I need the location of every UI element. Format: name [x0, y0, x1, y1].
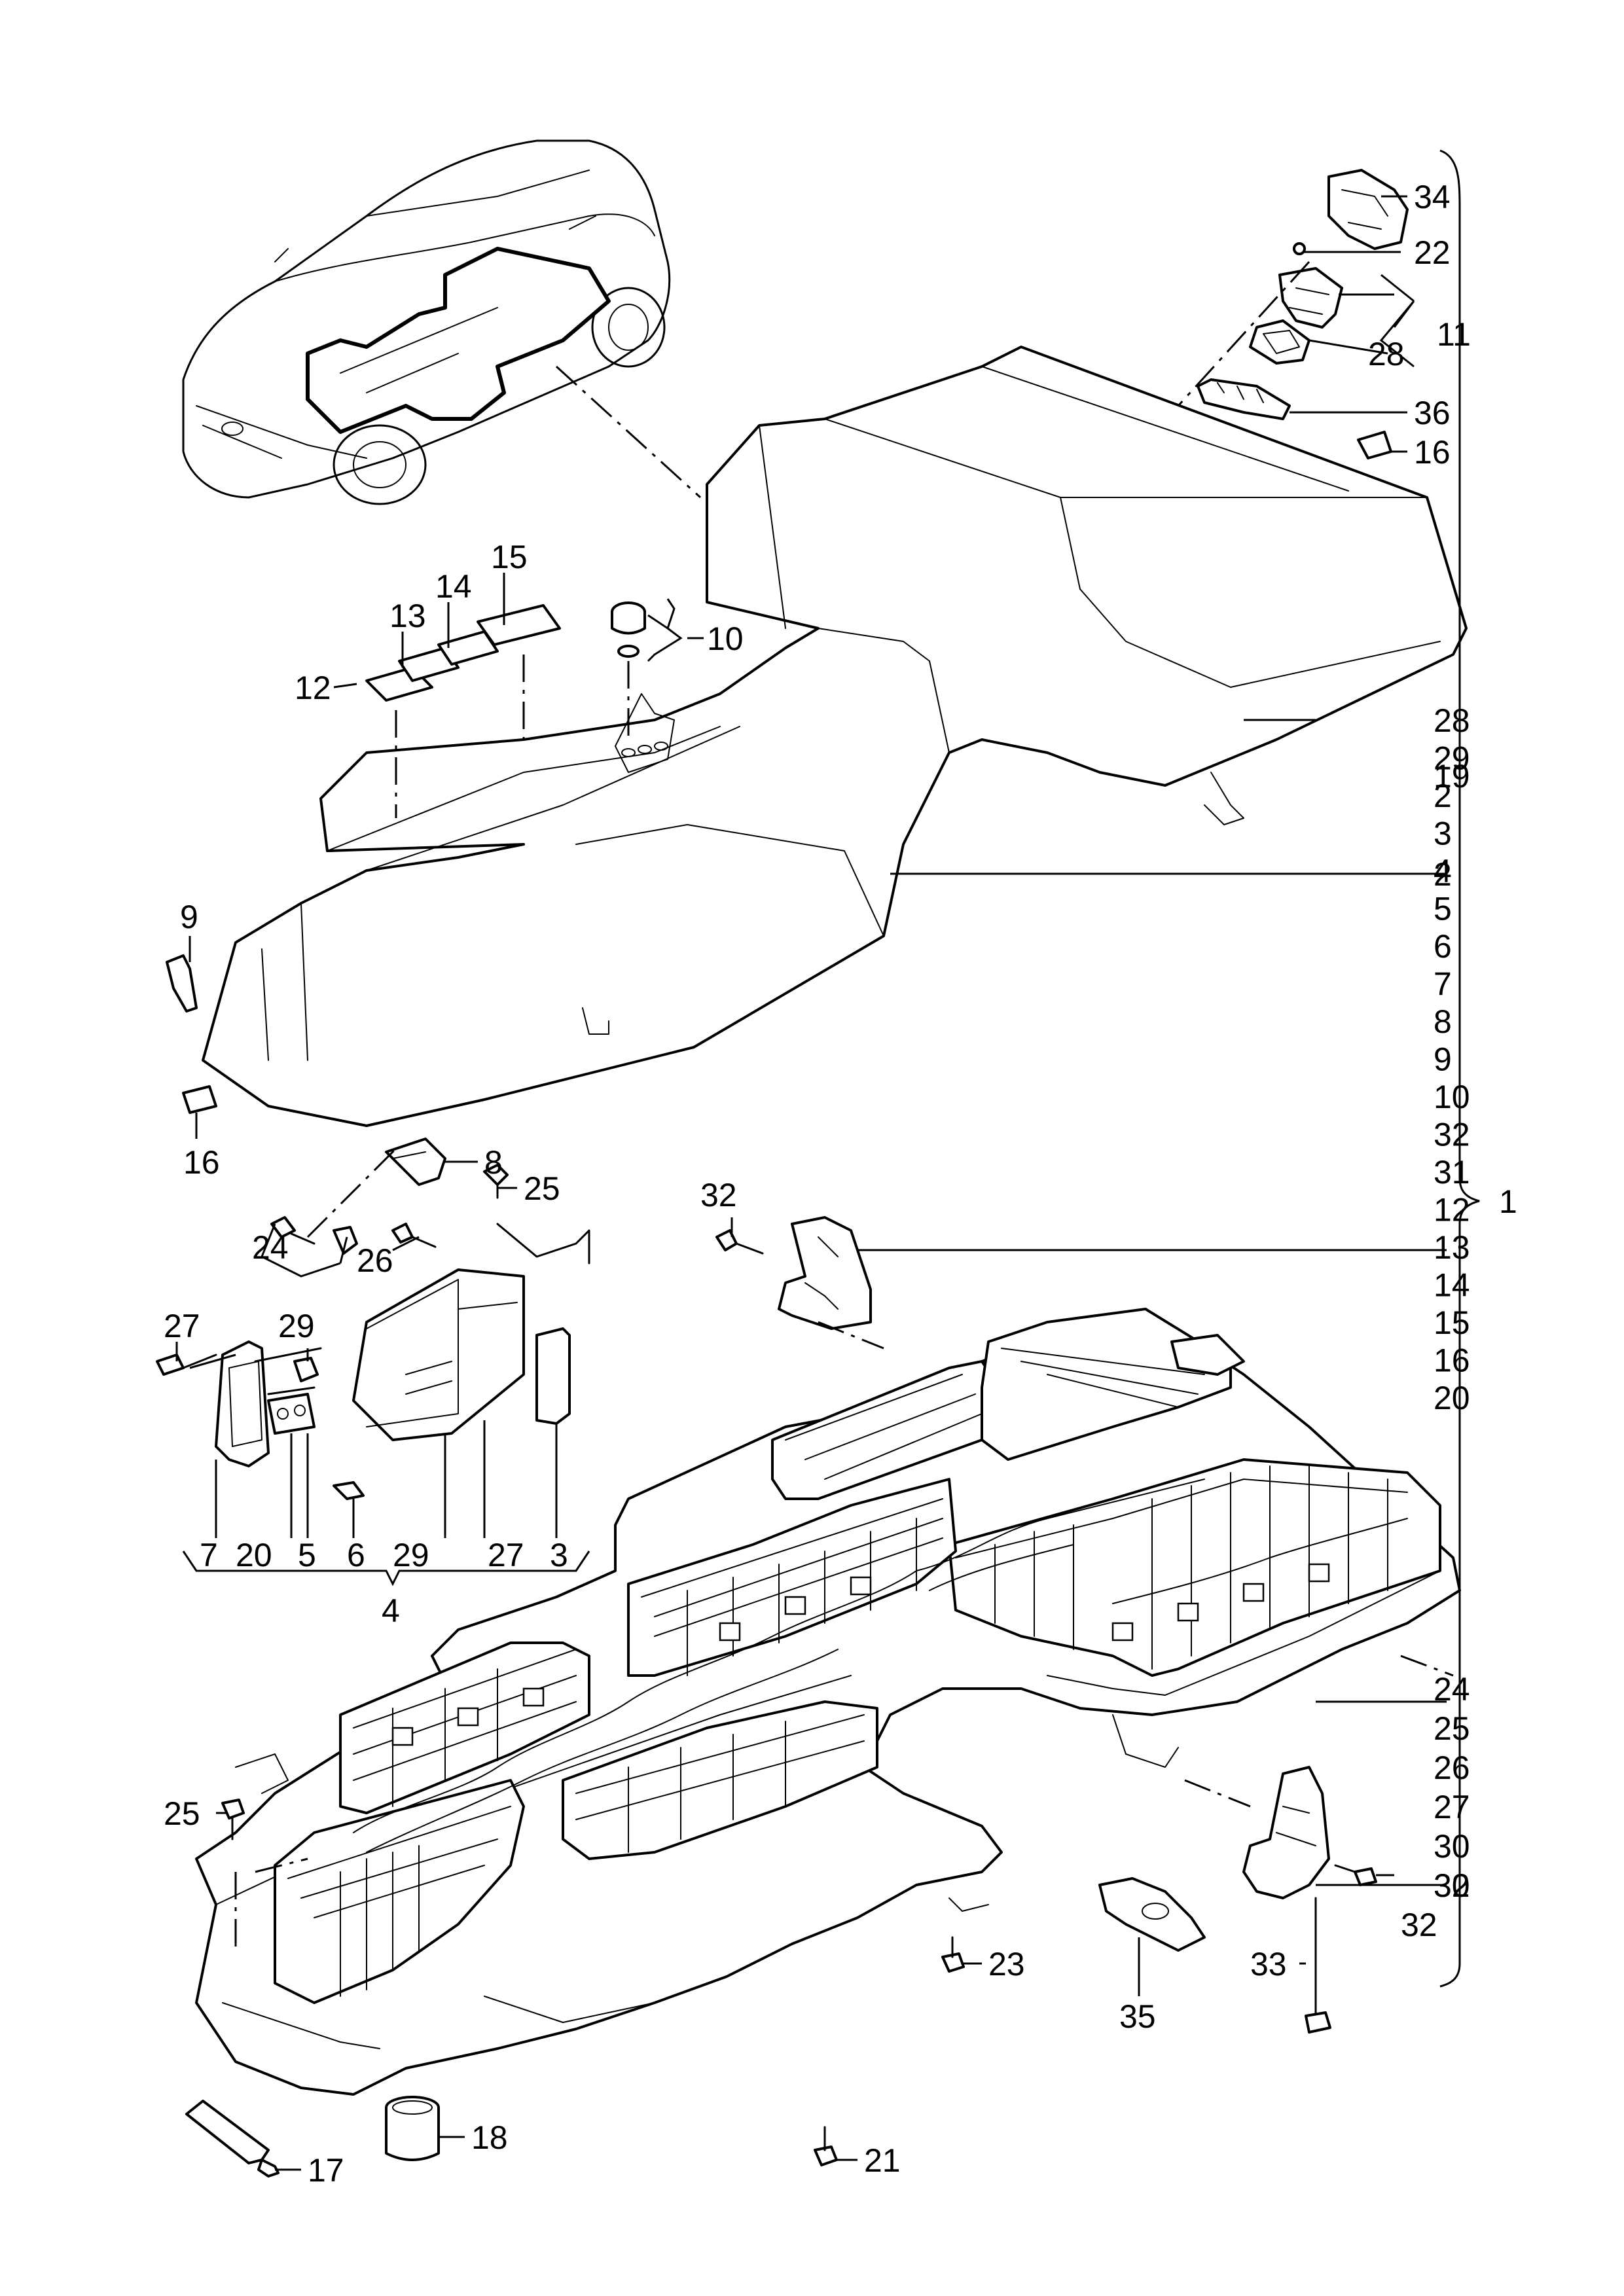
callout-21: 21	[864, 2142, 901, 2179]
bracket-item-14: 14	[1434, 1267, 1470, 1304]
callout-25: 25	[524, 1170, 560, 1207]
bracket-item-4: 4	[1434, 853, 1452, 889]
bracket-item-28: 28	[1434, 702, 1470, 739]
callout-33: 33	[1250, 1946, 1287, 1982]
callout-26: 26	[357, 1242, 393, 1279]
callout-17: 17	[308, 2152, 344, 2189]
callout-36: 36	[1414, 395, 1451, 431]
callout-4: 4	[382, 1592, 400, 1629]
bracket-item-10: 10	[1434, 1079, 1470, 1115]
lower-fasteners	[221, 1766, 1377, 2166]
callout-16-left: 16	[183, 1144, 220, 1181]
mounting-bracket-upper	[715, 1216, 884, 1350]
bracket-item-32: 32	[1434, 1867, 1470, 1904]
callout-labels: 34 22 11 28 36 16 15 14 13 12 10 9 16 8 …	[164, 179, 1471, 2189]
bracket-item-5: 5	[1434, 891, 1452, 927]
callout-35: 35	[1119, 1998, 1156, 2035]
callout-23: 23	[988, 1946, 1025, 1982]
bracket-item-29: 29	[1434, 740, 1470, 777]
bracket-item-8: 8	[1434, 1003, 1452, 1040]
callout-29-upper: 29	[278, 1308, 315, 1344]
bracket-item-24: 24	[1434, 1671, 1470, 1708]
label-plates	[365, 601, 646, 818]
callout-20: 20	[236, 1537, 272, 1573]
service-disconnect-parts	[1177, 169, 1409, 459]
callout-10: 10	[707, 620, 744, 657]
bracket-item-3: 3	[1434, 816, 1452, 852]
bracket-item-27: 27	[1434, 1789, 1470, 1825]
leader-lines	[175, 149, 1480, 2171]
consumables	[185, 2096, 440, 2178]
callout-6: 6	[347, 1537, 365, 1573]
callout-9: 9	[180, 899, 198, 935]
callout-7: 7	[200, 1537, 218, 1573]
bracket-item-6: 6	[1434, 928, 1452, 965]
bracket-item-31: 31	[1434, 1154, 1470, 1191]
bracket-item-2: 2	[1434, 778, 1452, 814]
callout-29-lower: 29	[393, 1537, 429, 1573]
callout-13: 13	[389, 598, 426, 634]
bracket-item-30: 30	[1434, 1828, 1470, 1865]
callout-30: 30	[1434, 1867, 1470, 1904]
bracket-item-7: 7	[1434, 966, 1452, 1003]
callout-1: 1	[1499, 1183, 1517, 1220]
battery-pack-assembly	[195, 1308, 1461, 2096]
bracket-item-15: 15	[1434, 1304, 1470, 1341]
callout-22: 22	[1414, 234, 1451, 271]
bracket-item-25: 25	[1434, 1710, 1470, 1747]
callout-5: 5	[298, 1537, 316, 1573]
callout-14: 14	[435, 568, 472, 605]
callout-28: 28	[1368, 336, 1405, 372]
bracket-item-9: 9	[1434, 1041, 1452, 1078]
callout-24: 24	[252, 1229, 289, 1266]
callout-12: 12	[295, 670, 331, 706]
vehicle-location-illustration	[182, 139, 671, 505]
callout-19: 19	[1434, 758, 1470, 795]
battery-management-module	[156, 1164, 590, 1500]
callout-16: 16	[1414, 434, 1451, 471]
bracket-item-13: 13	[1434, 1229, 1470, 1266]
callout-3: 3	[550, 1537, 568, 1573]
callout-8: 8	[484, 1144, 503, 1181]
callout-25-lower: 25	[164, 1795, 200, 1832]
callout-2-lead: 2	[1434, 856, 1452, 893]
battery-upper-cover	[202, 346, 1468, 1127]
callout-34: 34	[1414, 179, 1451, 215]
bracket-item-32: 32	[1434, 1117, 1470, 1153]
bracket-item-16: 16	[1434, 1342, 1470, 1379]
callout-15: 15	[491, 539, 528, 575]
callout-27-upper: 27	[164, 1308, 200, 1344]
bracket-item-12: 12	[1434, 1192, 1470, 1229]
vehicle-to-battery-leader	[555, 365, 702, 499]
callout-32-lower: 32	[1401, 1907, 1437, 1943]
callout-27-lower: 27	[488, 1537, 524, 1573]
bracket-item-20: 20	[1434, 1380, 1470, 1416]
bracket-item-26: 26	[1434, 1749, 1470, 1786]
callout-11: 11	[1437, 316, 1471, 353]
callout-18: 18	[471, 2119, 508, 2156]
callout-32-upper: 32	[700, 1177, 737, 1213]
